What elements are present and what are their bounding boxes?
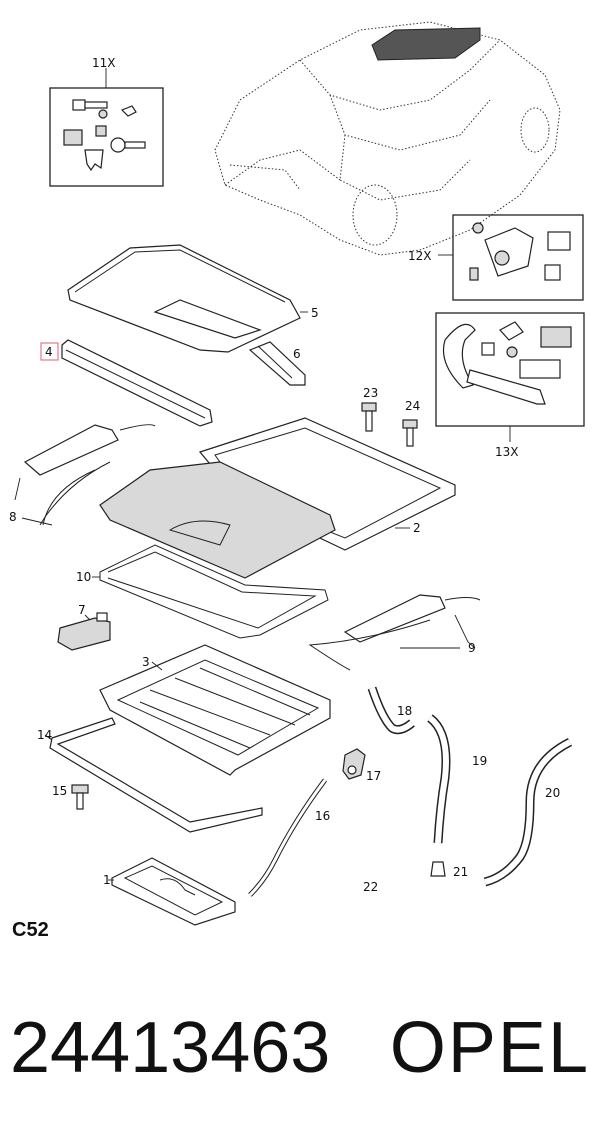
callout-18: 18 — [397, 704, 412, 718]
part-17-clip — [342, 748, 366, 780]
callout-12x: 12X — [408, 249, 432, 263]
callout-19: 19 — [472, 754, 487, 768]
part-18-elbow-hose — [367, 686, 415, 735]
callout-21: 21 — [453, 865, 468, 879]
part-2-sunroof-frame — [99, 417, 456, 579]
part-6-bracket — [153, 299, 306, 386]
callout-group-12x — [438, 214, 584, 301]
part-number: 24413463 — [10, 1008, 331, 1088]
part-14-seal-strip — [44, 717, 263, 833]
part-9-drive-cable-right — [308, 594, 481, 671]
part-8-drive-cable-left — [14, 424, 156, 526]
callout-10: 10 — [76, 570, 91, 584]
callout-14: 14 — [37, 728, 52, 742]
callout-20: 20 — [545, 786, 560, 800]
part-3-sunshade-tray — [99, 644, 331, 776]
part-10-frame-seal — [92, 544, 329, 639]
callout-labels: 11X 12X 13X 5 6 4 23 24 2 8 10 7 9 3 18 … — [9, 56, 560, 894]
part-1-handle-housing — [108, 857, 236, 926]
part-15-screw — [71, 784, 89, 810]
footer: 24413463 OPEL — [10, 1008, 590, 1088]
callout-8: 8 — [9, 510, 17, 524]
motor-bracket-icon — [469, 222, 571, 281]
highlight-box — [40, 342, 59, 361]
callout-3: 3 — [142, 655, 150, 669]
fastener-set-icon — [63, 99, 146, 172]
part-23-screw — [361, 402, 377, 432]
sunroof-exploded-diagram: 11X 12X 13X 5 6 4 23 24 2 8 10 7 9 3 18 … — [9, 21, 585, 926]
callout-17: 17 — [366, 769, 381, 783]
callout-4: 4 — [45, 345, 53, 359]
callout-24: 24 — [405, 399, 420, 413]
callout-5: 5 — [311, 306, 319, 320]
drain-seal-set-icon — [442, 321, 572, 405]
part-7-motor — [57, 612, 111, 651]
callout-11x: 11X — [92, 56, 116, 70]
callout-9: 9 — [468, 641, 476, 655]
callout-6: 6 — [293, 347, 301, 361]
callout-group-11x — [49, 68, 164, 187]
part-19-drain-hose — [427, 714, 451, 844]
parts-box-11x — [49, 87, 164, 187]
callout-1: 1 — [103, 873, 111, 887]
callout-16: 16 — [315, 809, 330, 823]
callout-group-13x — [435, 312, 585, 442]
diagram-code: C52 — [12, 919, 49, 941]
callout-22: 22 — [363, 880, 378, 894]
parts-box-12x — [452, 214, 584, 301]
part-24-screw — [402, 419, 418, 447]
car-outline — [214, 21, 561, 256]
callout-13x: 13X — [495, 445, 519, 459]
callout-23: 23 — [363, 386, 378, 400]
callout-7: 7 — [78, 603, 86, 617]
callout-2: 2 — [413, 521, 421, 535]
part-5-glass-panel — [67, 244, 308, 353]
part-4-wind-deflector — [61, 339, 213, 427]
brand-name: OPEL — [389, 1008, 590, 1088]
part-20-drain-hose — [483, 737, 573, 887]
part-16-drain-hose — [248, 778, 328, 897]
callout-15: 15 — [52, 784, 67, 798]
part-21-plug — [430, 861, 446, 877]
